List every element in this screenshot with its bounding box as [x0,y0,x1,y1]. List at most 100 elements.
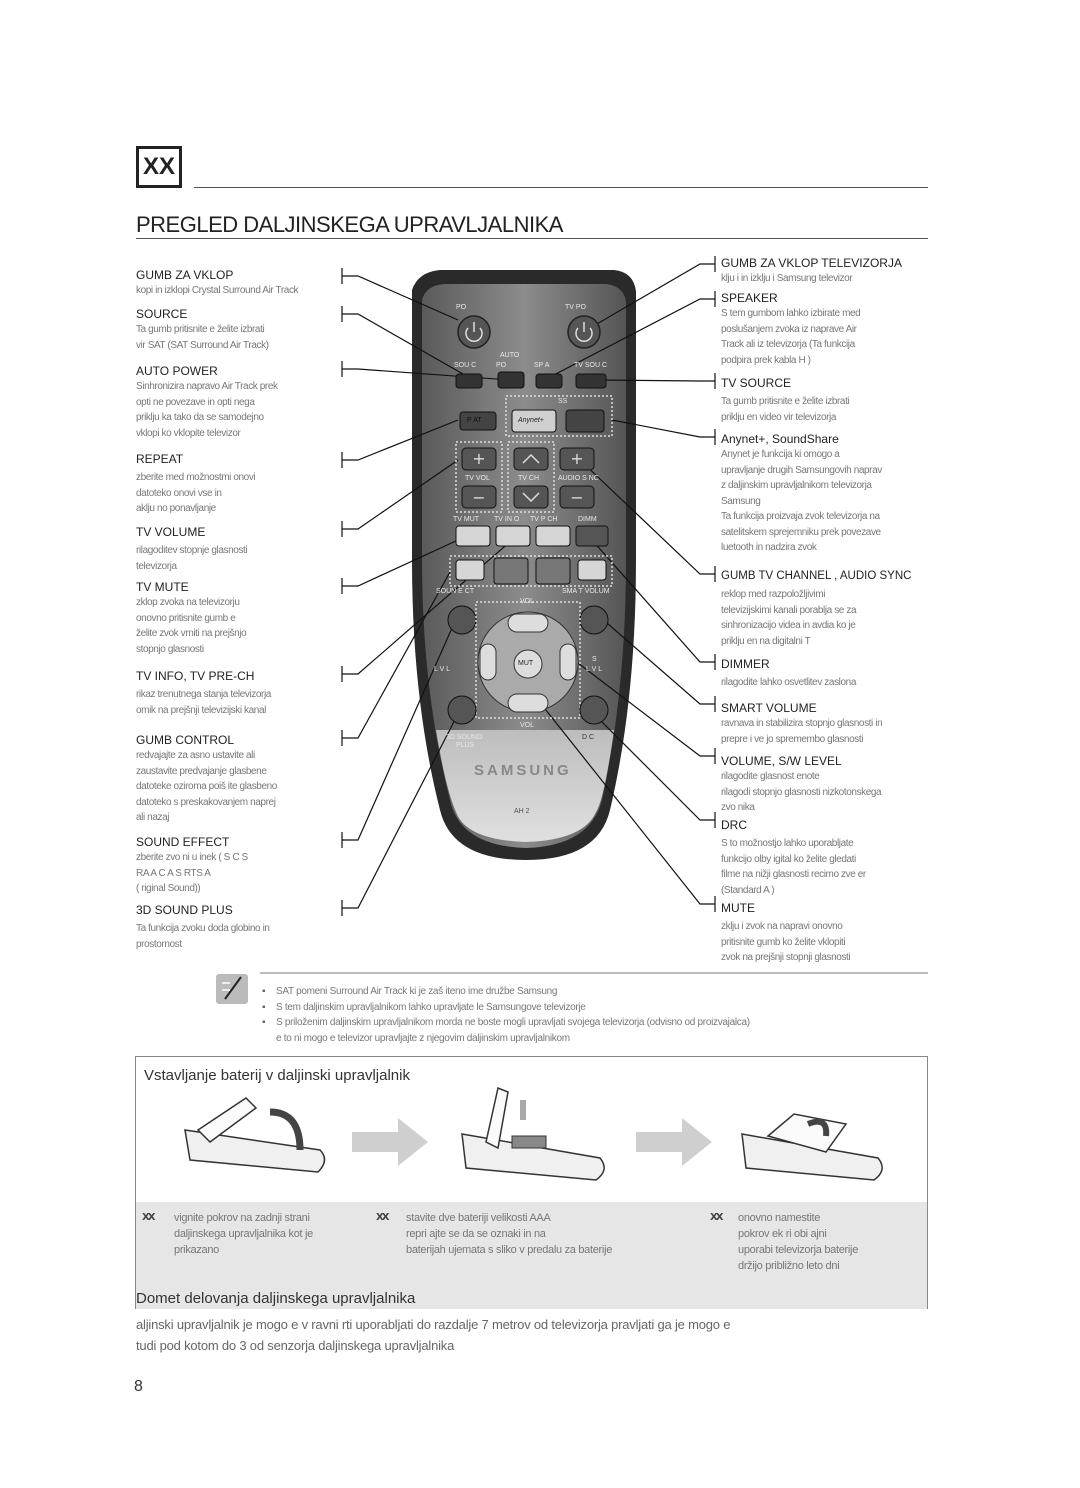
label-mute-desc: zklju i zvok na napravi onovno [721,921,843,932]
label-3d-sound-desc: Ta funkcija zvoku doda globino in [136,923,270,934]
arrow-right-icon [352,1118,428,1166]
label-tv-volume: TV VOLUME rilagoditev stopnje glasnosti … [136,525,336,574]
label-tv-volume-desc: rilagoditev stopnje glasnosti [136,545,248,556]
vol-up-button [507,613,549,633]
sound-effect-button [447,605,477,635]
label-power: GUMB ZA VKLOP kopi in izklopi Crystal Su… [136,268,336,299]
chevron-down-icon [522,492,540,503]
label-tv-power: GUMB ZA VKLOP TELEVIZORJA klju i in izkl… [721,256,921,287]
plus-icon: + [472,449,485,468]
label-3d-sound-desc: prostornost [136,938,182,950]
label-source-desc: Ta gumb pritisnite e želite izbrati [136,324,265,335]
notes-list: ▪SAT pomeni Surround Air Track ki je zaš… [262,984,922,1046]
label-source-desc: vir SAT (SAT Surround Air Track) [136,339,269,351]
title-rule [136,238,928,239]
mute-button [513,649,543,679]
label-mute-desc: pritisnite gumb ko želite vklopiti [721,936,846,948]
label-source-head: SOURCE [136,307,188,321]
label-dimmer: DIMMER rilagodite lahko osvetlitev zaslo… [721,657,921,691]
repeat-button [459,411,497,431]
label-anynet-desc: z daljinskim upravljalnikom televizorja [721,480,872,491]
label-tv-volume-head: TV VOLUME [136,525,206,539]
step-number: XX [376,1212,389,1223]
label-tv-info: TV INFO, TV PRE-CH rikaz trenutnega stan… [136,669,336,718]
chapter-icon: XX [136,146,182,188]
label-repeat-desc: zberite med možnostmi onovi [136,472,256,483]
range-text-line: aljinski upravljalnik je mogo e v ravni … [136,1317,731,1332]
sw-down-button [479,643,497,681]
label-volume-sw-head: VOLUME, S/W LEVEL [721,754,842,768]
control-group-frame [449,555,613,587]
note-text: S priloženim daljinskim upravljalnikom m… [276,1017,750,1028]
page-title: PREGLED DALJINSKEGA UPRAVLJALNIKA [136,212,563,237]
label-drc-head: DRC [721,818,747,832]
label-smart-volume-desc: prepre i ve jo spremembo glasnosti [721,733,864,745]
tv-pre-ch-button [535,525,571,547]
label-smart-volume-desc: ravnava in stabilizira stopnjo glasnosti… [721,718,883,729]
label-tv-source-desc: Ta gumb pritisnite e želite izbrati [721,396,850,407]
label-tv-volume-desc: televizorja [136,560,177,572]
auto-power-button [497,371,525,389]
label-control-desc: datoteke oziroma poiš ite glasbeno [136,781,277,792]
step-text: onovno namestite [738,1212,821,1224]
note-item: ▪S priloženim daljinskim upravljalnikom … [262,1015,922,1031]
arrow-right-icon [636,1118,712,1166]
label-tv-mute-head: TV MUTE [136,580,189,594]
note-item: ▪SAT pomeni Surround Air Track ki je zaš… [262,984,922,1000]
label-mute-desc: zvok na prejšnji stopnji glasnosti [721,952,851,963]
label-control-desc: redvajajte za asno ustavite ali [136,750,255,761]
header-rule [194,187,928,188]
label-sound-effect-desc: RA A C A S RTS A [136,867,211,879]
label-volume-sw-desc: zvo nika [721,802,755,813]
step-number: XX [142,1212,155,1223]
label-speaker: SPEAKER S tem gumbom lahko izbirate med … [721,291,921,368]
tv-vol-up [461,447,497,471]
chevron-up-icon [522,453,540,464]
step-text: držijo približno leto dni [738,1260,840,1272]
step-text: vignite pokrov na zadnji strani [174,1212,310,1224]
vol-down-button [507,693,549,713]
label-anynet-desc: satelitskem sprejemniku prek povezave [721,526,881,538]
label-control-desc: zaustavite predvajanje glasbene [136,765,267,777]
bullet-icon: ▪ [262,986,266,997]
label-auto-power-desc: vklopi ko vklopite televizor [136,427,241,439]
range-text: aljinski upravljalnik je mogo e v ravni … [136,1314,816,1356]
note-item: ▪S tem daljinskim upravljalnikom lahko u… [262,1000,922,1016]
play-button [493,557,529,585]
label-tv-mute: TV MUTE zklop zvoka na televizorju onovn… [136,580,336,657]
label-sound-effect: SOUND EFFECT zberite zvo ni u inek ( S C… [136,835,336,897]
anynet-button [511,409,557,433]
label-auto-power: AUTO POWER Sinhronizira napravo Air Trac… [136,364,336,441]
label-tv-channel-head: GUMB TV CHANNEL , AUDIO SYNC [721,570,912,582]
minus-icon: − [472,488,485,507]
label-repeat: REPEAT zberite med možnostmi onovi datot… [136,452,336,517]
label-auto-power-desc: Sinhronizira napravo Air Track prek [136,381,278,392]
label-anynet-desc: luetooth in nadzira zvok [721,542,817,553]
label-tv-info-desc: rikaz trenutnega stanja televizorja [136,689,271,700]
drc-button [579,695,609,725]
smart-volume-button [579,605,609,635]
label-auto-power-head: AUTO POWER [136,364,218,378]
label-mute: MUTE zklju i zvok na napravi onovno prit… [721,901,921,966]
label-tv-power-head: GUMB ZA VKLOP TELEVIZORJA [721,256,902,270]
label-source: SOURCE Ta gumb pritisnite e želite izbra… [136,307,336,353]
label-tv-mute-desc: onovno pritisnite gumb e [136,612,236,624]
tv-vol-down [461,485,497,509]
label-tv-source-head: TV SOURCE [721,376,792,390]
label-auto-power-desc: priklju ka tako da se samodejno [136,412,264,423]
note-icon [216,974,248,1004]
label-anynet: Anynet+, SoundShare Anynet je funkcija k… [721,432,921,556]
label-tv-source: TV SOURCE Ta gumb pritisnite e želite iz… [721,376,921,425]
step-text: pokrov ek ri obi ajni [738,1228,827,1240]
battery-title: Vstavljanje baterij v daljinski upravlja… [144,1067,410,1084]
chapter-icon-glyph: XX [142,153,175,180]
label-repeat-desc: aklju no ponavljanje [136,503,216,514]
dpad-frame [475,601,581,719]
dimmer-button [575,525,609,547]
battery-step1-illustration [184,1097,326,1173]
label-speaker-desc: podpira prek kabla H ) [721,354,811,366]
label-anynet-desc: Anynet je funkcija ki omogo a [721,449,840,460]
label-auto-power-desc: opti ne povezave in opti nega [136,396,255,408]
label-speaker-desc: poslušanjem zvoka iz naprave Air [721,323,857,335]
